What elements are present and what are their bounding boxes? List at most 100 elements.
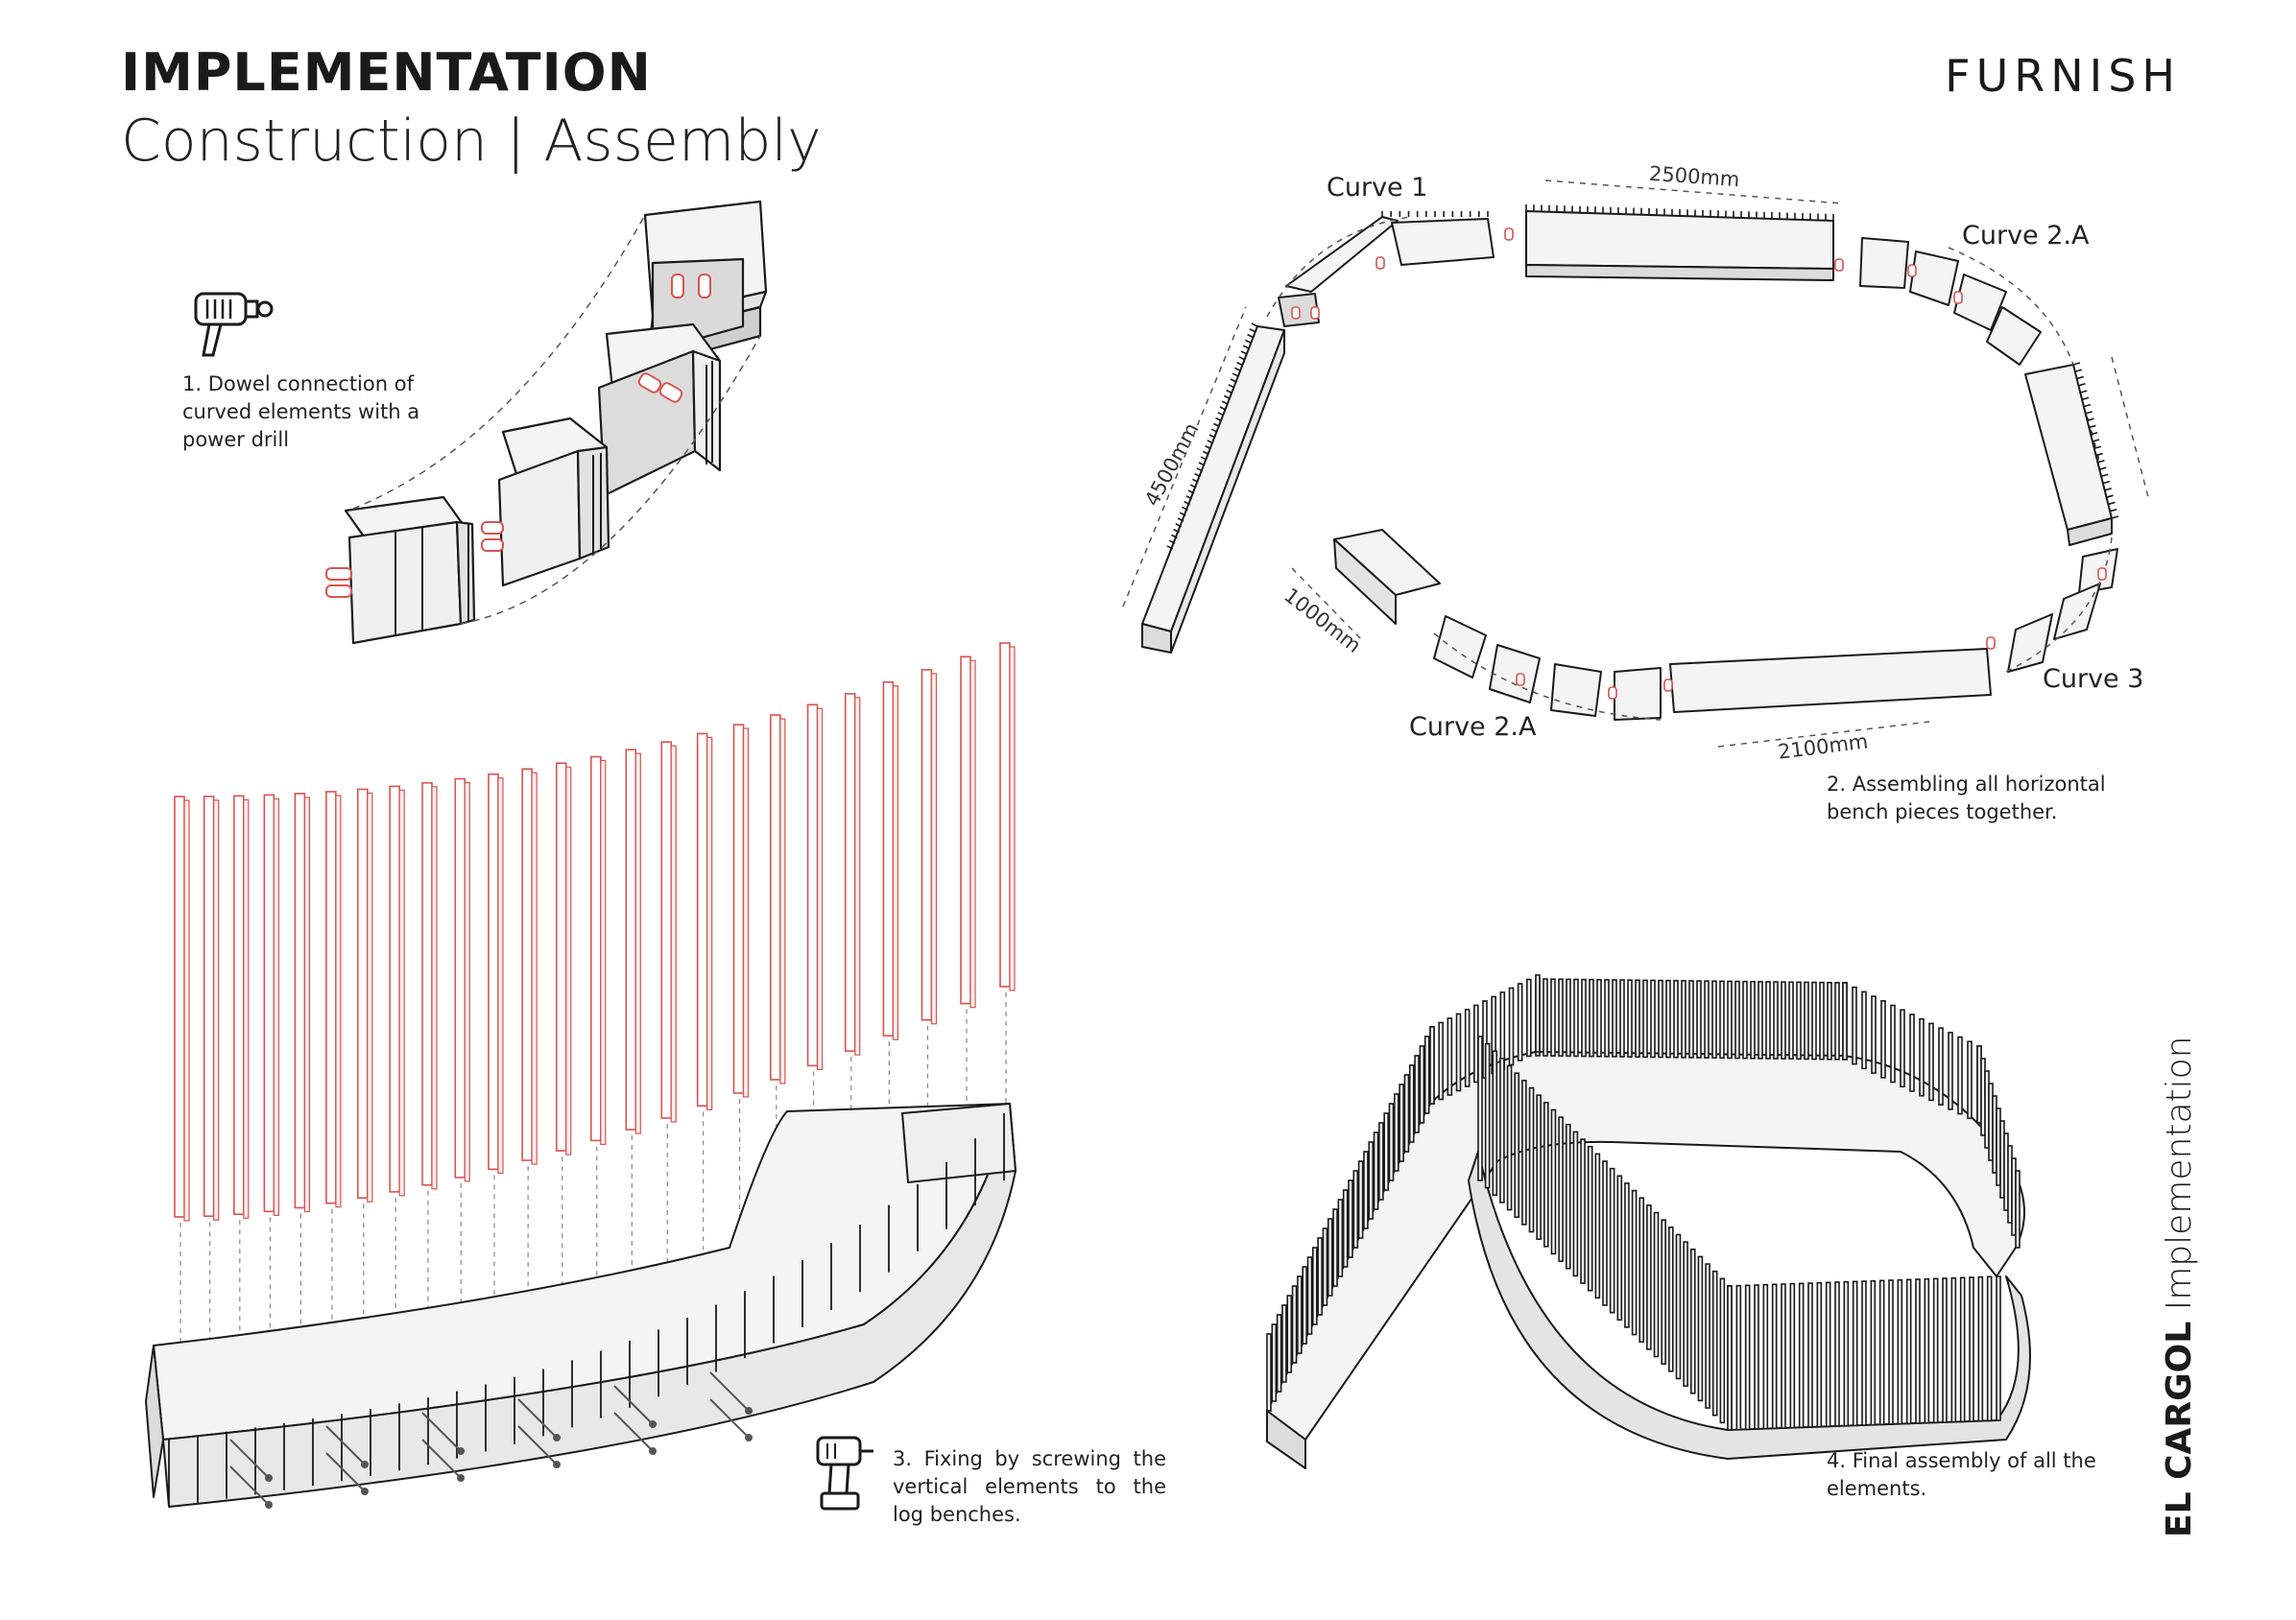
- final-slat: [1438, 1021, 1444, 1101]
- final-slat: [1834, 982, 1840, 1060]
- final-slat: [1719, 1277, 1726, 1424]
- final-slat: [1852, 986, 1857, 1065]
- final-slat: [1827, 981, 1832, 1060]
- final-slat: [1897, 1278, 1903, 1425]
- final-slat: [1286, 1295, 1293, 1373]
- final-slat: [1842, 982, 1848, 1060]
- final-slat: [1735, 1284, 1742, 1431]
- final-slat: [1765, 981, 1771, 1060]
- final-slat: [1337, 1199, 1344, 1277]
- final-slat: [1890, 1004, 1896, 1084]
- side-label-bold: EL CARGOL: [2160, 1321, 2199, 1537]
- final-slat: [1816, 1281, 1823, 1428]
- final-slat: [1517, 983, 1523, 1061]
- final-slat: [1871, 995, 1877, 1074]
- final-slat: [1624, 1182, 1630, 1328]
- final-slat: [1306, 1256, 1313, 1335]
- final-slat: [1788, 981, 1794, 1060]
- exploded-slat: [521, 768, 538, 1305]
- final-slat: [1616, 1175, 1623, 1322]
- screw: [517, 1425, 561, 1468]
- final-slat: [1888, 1279, 1894, 1425]
- exploded-slat: [357, 788, 373, 1343]
- final-slat: [1581, 978, 1587, 1058]
- final-slat: [1266, 1333, 1272, 1412]
- final-slat: [1924, 1277, 1930, 1424]
- final-slat: [1734, 980, 1740, 1060]
- final-slat: [1348, 1179, 1353, 1258]
- final-slat: [1704, 980, 1710, 1060]
- final-slat: [1352, 1170, 1359, 1249]
- final-slat: [1811, 981, 1817, 1060]
- final-slat: [1565, 1123, 1571, 1270]
- final-slat: [1589, 978, 1594, 1058]
- final-slat: [1675, 1233, 1682, 1380]
- final-slat: [1742, 980, 1748, 1060]
- final-slat: [1399, 1084, 1404, 1162]
- final-slat: [1587, 1145, 1593, 1292]
- final-slat: [1271, 1323, 1278, 1402]
- final-slat: [1558, 978, 1564, 1058]
- final-slat: [1681, 980, 1686, 1059]
- final-slat: [1819, 981, 1825, 1060]
- label-curve3: Curve 3: [2043, 664, 2144, 694]
- final-slat: [1798, 1282, 1805, 1429]
- brand-logo: FURNISH: [1945, 50, 2181, 102]
- final-slat: [1499, 991, 1506, 1070]
- label-curve2a-bottom: Curve 2.A: [1409, 712, 1537, 742]
- final-slat: [1317, 1237, 1323, 1316]
- final-slat: [1781, 981, 1786, 1060]
- final-slat: [1825, 1281, 1831, 1428]
- step3-caption: 3. Fixing by screwing the vertical eleme…: [893, 1447, 1166, 1526]
- final-slat: [1900, 1009, 1905, 1088]
- screw: [517, 1398, 561, 1441]
- final-slat: [1609, 1167, 1615, 1314]
- final-slat: [1915, 1278, 1921, 1424]
- final-slat: [1394, 1093, 1399, 1172]
- final-slat: [1668, 1227, 1674, 1372]
- final-slat: [1327, 1218, 1333, 1297]
- final-slat: [1499, 1058, 1505, 1203]
- final-slat: [1969, 1276, 1974, 1422]
- final-slat: [1661, 1219, 1666, 1365]
- final-slat: [1332, 1208, 1338, 1287]
- final-slat: [1455, 1012, 1462, 1092]
- final-slat: [1566, 978, 1571, 1058]
- curved-segments-exploded: [325, 200, 768, 645]
- label-curve1: Curve 1: [1327, 173, 1428, 202]
- exploded-slat: [660, 741, 677, 1263]
- final-slat: [1419, 1045, 1425, 1124]
- step1-caption: 1. Dowel connection of curved elements w…: [182, 372, 420, 451]
- final-slat: [1492, 1050, 1498, 1197]
- final-slat: [1688, 980, 1694, 1059]
- final-slat: [1388, 1103, 1395, 1181]
- final-slat: [1683, 1241, 1688, 1387]
- final-slat: [1905, 1278, 1912, 1425]
- final-slat: [1297, 1275, 1303, 1354]
- final-slat: [1602, 1160, 1608, 1306]
- final-slat: [1281, 1304, 1287, 1383]
- final-slat: [1697, 1255, 1704, 1402]
- final-slat: [1526, 978, 1532, 1058]
- final-slat: [1727, 980, 1733, 1060]
- final-slat: [1928, 1022, 1934, 1102]
- final-slat: [1878, 1279, 1885, 1426]
- final-slat: [1558, 1116, 1564, 1262]
- exploded-slat: [732, 724, 750, 1237]
- final-slat: [1423, 1036, 1430, 1114]
- final-slat: [1967, 1040, 1973, 1120]
- exploded-slat: [421, 781, 438, 1329]
- exploded-slat: [921, 669, 938, 1164]
- final-slat: [1658, 979, 1663, 1059]
- exploded-slat: [844, 693, 861, 1196]
- final-slat: [1414, 1055, 1420, 1133]
- final-slat: [1773, 981, 1779, 1060]
- label-curve2a-top: Curve 2.A: [1962, 221, 2090, 250]
- final-slat: [1646, 1204, 1652, 1350]
- final-slat: [1291, 1285, 1298, 1364]
- final-slat: [1750, 980, 1756, 1060]
- final-slat: [1550, 1108, 1557, 1255]
- final-slat: [1754, 1284, 1759, 1430]
- final-slat: [1711, 1270, 1718, 1417]
- final-slat: [1880, 1000, 1886, 1079]
